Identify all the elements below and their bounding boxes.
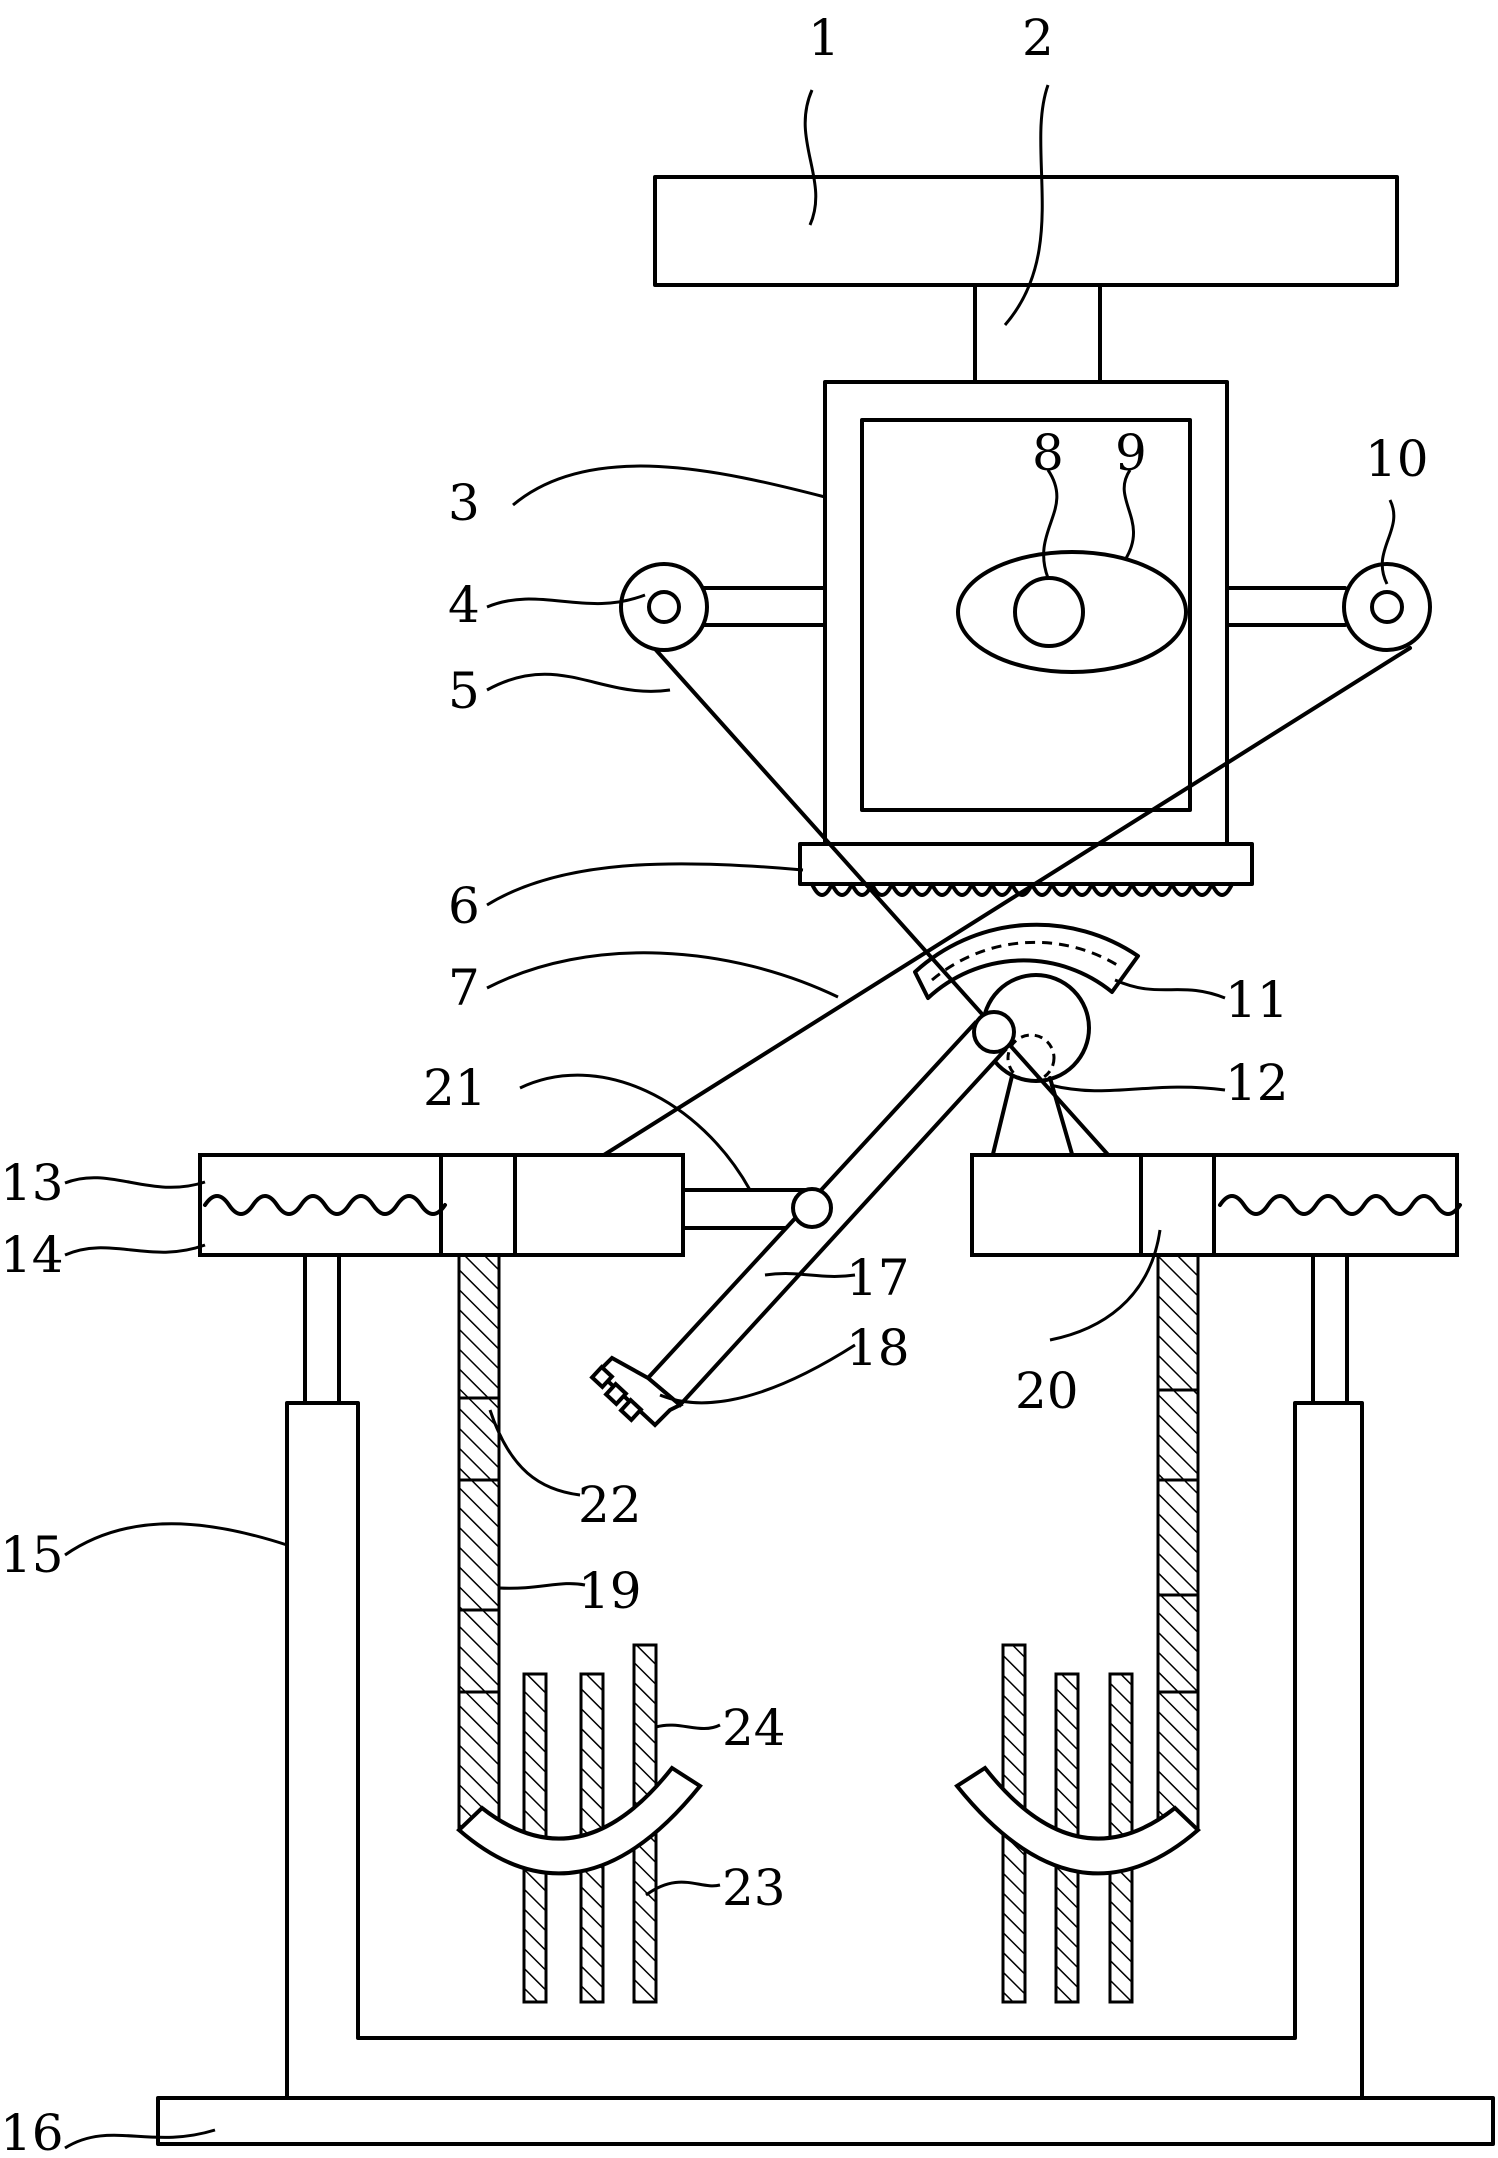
leader-8 bbox=[1042, 469, 1059, 579]
lever-slide-pin bbox=[791, 1187, 833, 1229]
left-pulley-hub bbox=[647, 590, 681, 624]
sector-gear-pitch bbox=[931, 940, 1123, 982]
label-14: 14 bbox=[0, 1226, 64, 1284]
brush-tooth-3 bbox=[618, 1397, 644, 1423]
leader-24 bbox=[655, 1723, 721, 1730]
label-4: 4 bbox=[448, 576, 480, 634]
label-18: 18 bbox=[846, 1319, 910, 1377]
wheel-support-right bbox=[1048, 1076, 1074, 1156]
lever-pivot bbox=[972, 1010, 1016, 1054]
right-wall bbox=[1156, 1253, 1200, 1832]
label-9: 9 bbox=[1115, 424, 1147, 482]
leader-9 bbox=[1122, 469, 1136, 561]
label-11: 11 bbox=[1225, 971, 1289, 1029]
leader-16 bbox=[64, 2128, 216, 2150]
label-13: 13 bbox=[0, 1154, 64, 1212]
wheel-support-left bbox=[991, 1074, 1014, 1156]
left-pulley bbox=[619, 562, 709, 652]
right-curved-cup bbox=[954, 1765, 1201, 1876]
label-10: 10 bbox=[1365, 430, 1429, 488]
left-curved-cup bbox=[456, 1765, 703, 1876]
left-slider bbox=[439, 1153, 517, 1257]
leader-13 bbox=[64, 1176, 206, 1189]
leader-18 bbox=[659, 1343, 856, 1405]
label-8: 8 bbox=[1032, 424, 1064, 482]
rack-bar bbox=[798, 842, 1254, 886]
label-7: 7 bbox=[448, 959, 480, 1017]
right-slider bbox=[1139, 1153, 1216, 1257]
leader-15 bbox=[64, 1522, 288, 1557]
right-pulley-hub bbox=[1370, 590, 1404, 624]
leader-4 bbox=[486, 593, 646, 609]
left-spring bbox=[203, 1194, 447, 1216]
label-19: 19 bbox=[578, 1562, 642, 1620]
housing-frame bbox=[823, 380, 1229, 846]
leader-7 bbox=[486, 951, 839, 999]
label-12: 12 bbox=[1225, 1054, 1289, 1112]
label-3: 3 bbox=[448, 474, 480, 532]
wheel-dashed-circle bbox=[1006, 1033, 1056, 1083]
cam-ellipse bbox=[956, 550, 1188, 674]
label-2: 2 bbox=[1022, 9, 1054, 67]
label-17: 17 bbox=[846, 1249, 910, 1307]
leader-22 bbox=[488, 1409, 581, 1497]
right-spring bbox=[1218, 1194, 1462, 1216]
cam-shaft bbox=[1013, 576, 1085, 648]
leader-11 bbox=[1114, 978, 1226, 1000]
leader-1 bbox=[803, 89, 818, 226]
leader-2 bbox=[1003, 84, 1050, 326]
leader-20 bbox=[1049, 1229, 1162, 1342]
cable-right bbox=[508, 646, 1412, 1216]
leader-17 bbox=[764, 1272, 856, 1278]
leader-12 bbox=[1049, 1083, 1226, 1093]
leader-10 bbox=[1380, 499, 1396, 585]
label-21: 21 bbox=[423, 1059, 487, 1117]
leader-21 bbox=[519, 1073, 752, 1191]
sector-gear bbox=[913, 922, 1140, 1000]
label-22: 22 bbox=[578, 1476, 642, 1534]
base-plate bbox=[156, 2096, 1495, 2146]
leader-6 bbox=[486, 862, 804, 907]
label-20: 20 bbox=[1015, 1362, 1079, 1420]
brush-tooth-1 bbox=[589, 1364, 615, 1390]
top-plate bbox=[653, 175, 1399, 287]
cable-left bbox=[654, 648, 1147, 1198]
left-leg-rod bbox=[303, 1253, 341, 1405]
label-24: 24 bbox=[722, 1699, 786, 1757]
label-23: 23 bbox=[722, 1859, 786, 1917]
leader-19 bbox=[498, 1582, 586, 1590]
label-5: 5 bbox=[448, 662, 480, 720]
rack-teeth bbox=[810, 882, 1234, 897]
right-pulley bbox=[1342, 562, 1432, 652]
label-16: 16 bbox=[0, 2104, 64, 2158]
leader-5 bbox=[486, 672, 671, 693]
label-6: 6 bbox=[448, 877, 480, 935]
label-1: 1 bbox=[808, 9, 840, 67]
leader-23 bbox=[645, 1880, 721, 1897]
leader-14 bbox=[64, 1243, 206, 1257]
right-leg-rod bbox=[1311, 1253, 1349, 1405]
support-column bbox=[973, 283, 1102, 384]
base-frame bbox=[285, 1401, 1364, 2100]
brush-tooth-2 bbox=[603, 1381, 629, 1407]
left-wall bbox=[457, 1253, 501, 1832]
housing-inner bbox=[860, 418, 1192, 812]
brush-head bbox=[595, 1355, 684, 1428]
leader-3 bbox=[512, 464, 826, 507]
label-15: 15 bbox=[0, 1526, 64, 1584]
